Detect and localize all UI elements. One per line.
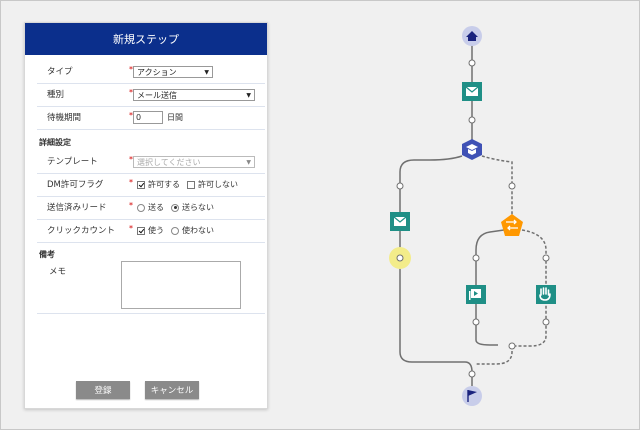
template-row: テンプレート * 選択してください ▼ [37,151,265,174]
required-mark: * [129,65,133,74]
connector-dot [472,318,480,326]
branch-node[interactable] [462,139,482,160]
wait-row: 待機期間 * 0 日間 [37,107,265,130]
template-placeholder: 選択してください [137,158,201,167]
dm-flag-label: DM許可フラグ [47,180,104,190]
caret-down-icon: ▼ [246,159,251,166]
connector-dot [468,59,476,67]
kind-label: 種別 [47,90,65,100]
required-mark: * [129,111,133,120]
kind-select-value: メール送信 [137,91,177,100]
dm-deny-checkbox[interactable] [187,180,195,189]
home-icon [466,31,478,41]
template-select[interactable]: 選択してください ▼ [133,156,255,168]
start-node[interactable] [462,26,482,46]
connector-line [481,155,513,216]
dm-allow-label: 許可する [148,180,180,189]
hand-icon [539,287,551,301]
required-mark: * [129,224,133,233]
click-count-row: クリックカウント * 使う 使わない [37,220,265,243]
type-select[interactable]: アクション ▼ [133,66,213,78]
connector-dots [396,59,550,378]
sent-lead-label: 送信済みリード [47,203,107,213]
type-select-value: アクション [137,68,177,77]
required-mark: * [129,178,133,187]
dm-allow-option[interactable]: 許可する [137,179,180,190]
no-use-radio[interactable] [171,226,179,235]
use-checkbox[interactable] [137,226,145,235]
no-send-label: 送らない [182,203,214,212]
connector-dot [468,116,476,124]
no-send-radio[interactable] [171,203,179,212]
flag-icon [468,390,477,396]
notes-heading: 備考 [39,250,55,259]
video-action-node[interactable] [466,285,486,304]
required-mark: * [129,201,133,210]
connector-line [476,346,513,365]
end-node[interactable] [462,386,482,406]
caret-down-icon: ▼ [246,92,251,99]
no-use-option[interactable]: 使わない [171,225,214,236]
connector-line [512,229,547,347]
use-option[interactable]: 使う [137,225,164,236]
swap-icon [506,219,518,231]
memo-divider [37,313,265,314]
panel-title: 新規ステップ [25,23,267,55]
kind-select[interactable]: メール送信 ▼ [133,89,255,101]
wait-label: 待機期間 [47,113,82,123]
mail-action-node[interactable] [462,82,482,101]
register-button[interactable]: 登録 [76,381,130,399]
new-step-panel: 新規ステップ タイプ * アクション ▼ 種別 * メール送信 ▼ 待機期間 *… [24,22,268,409]
wait-days-input[interactable]: 0 [133,111,163,124]
dm-flag-row: DM許可フラグ * 許可する 許可しない [37,174,265,197]
template-label: テンプレート [47,157,98,167]
memo-label: メモ [49,267,67,277]
use-label: 使う [148,226,164,235]
sent-lead-row: 送信済みリード * 送る 送らない [37,197,265,220]
condition-node[interactable] [501,214,523,236]
branch-icon [466,144,478,150]
click-count-label: クリックカウント [47,226,116,236]
connector-dot [468,370,476,378]
dm-deny-label: 許可しない [198,180,238,189]
no-send-option[interactable]: 送らない [171,202,214,213]
send-radio[interactable] [137,203,145,212]
connector-dot [396,254,404,262]
connector-line [399,155,473,386]
mail-action-node[interactable] [390,212,410,231]
connector-dot [396,182,404,190]
no-use-label: 使わない [182,226,214,235]
kind-row: 種別 * メール送信 ▼ [37,84,265,107]
required-mark: * [129,155,133,164]
connector-dot [472,254,480,262]
dm-allow-checkbox[interactable] [137,180,145,189]
details-heading: 詳細設定 [39,138,71,147]
memo-textarea[interactable] [121,261,241,309]
caret-down-icon: ▼ [204,69,209,76]
dm-deny-option[interactable]: 許可しない [187,179,238,190]
stop-action-node[interactable] [536,285,556,304]
flow-connectors [399,36,547,386]
connector-dot [542,318,550,326]
wait-unit: 日間 [167,113,183,122]
connector-dot [542,254,550,262]
cancel-button[interactable]: キャンセル [145,381,199,399]
type-row: タイプ * アクション ▼ [37,61,265,84]
send-option[interactable]: 送る [137,202,164,213]
type-label: タイプ [47,67,73,77]
connector-dot [508,342,516,350]
connector-dot [508,182,516,190]
send-label: 送る [148,203,164,212]
required-mark: * [129,88,133,97]
